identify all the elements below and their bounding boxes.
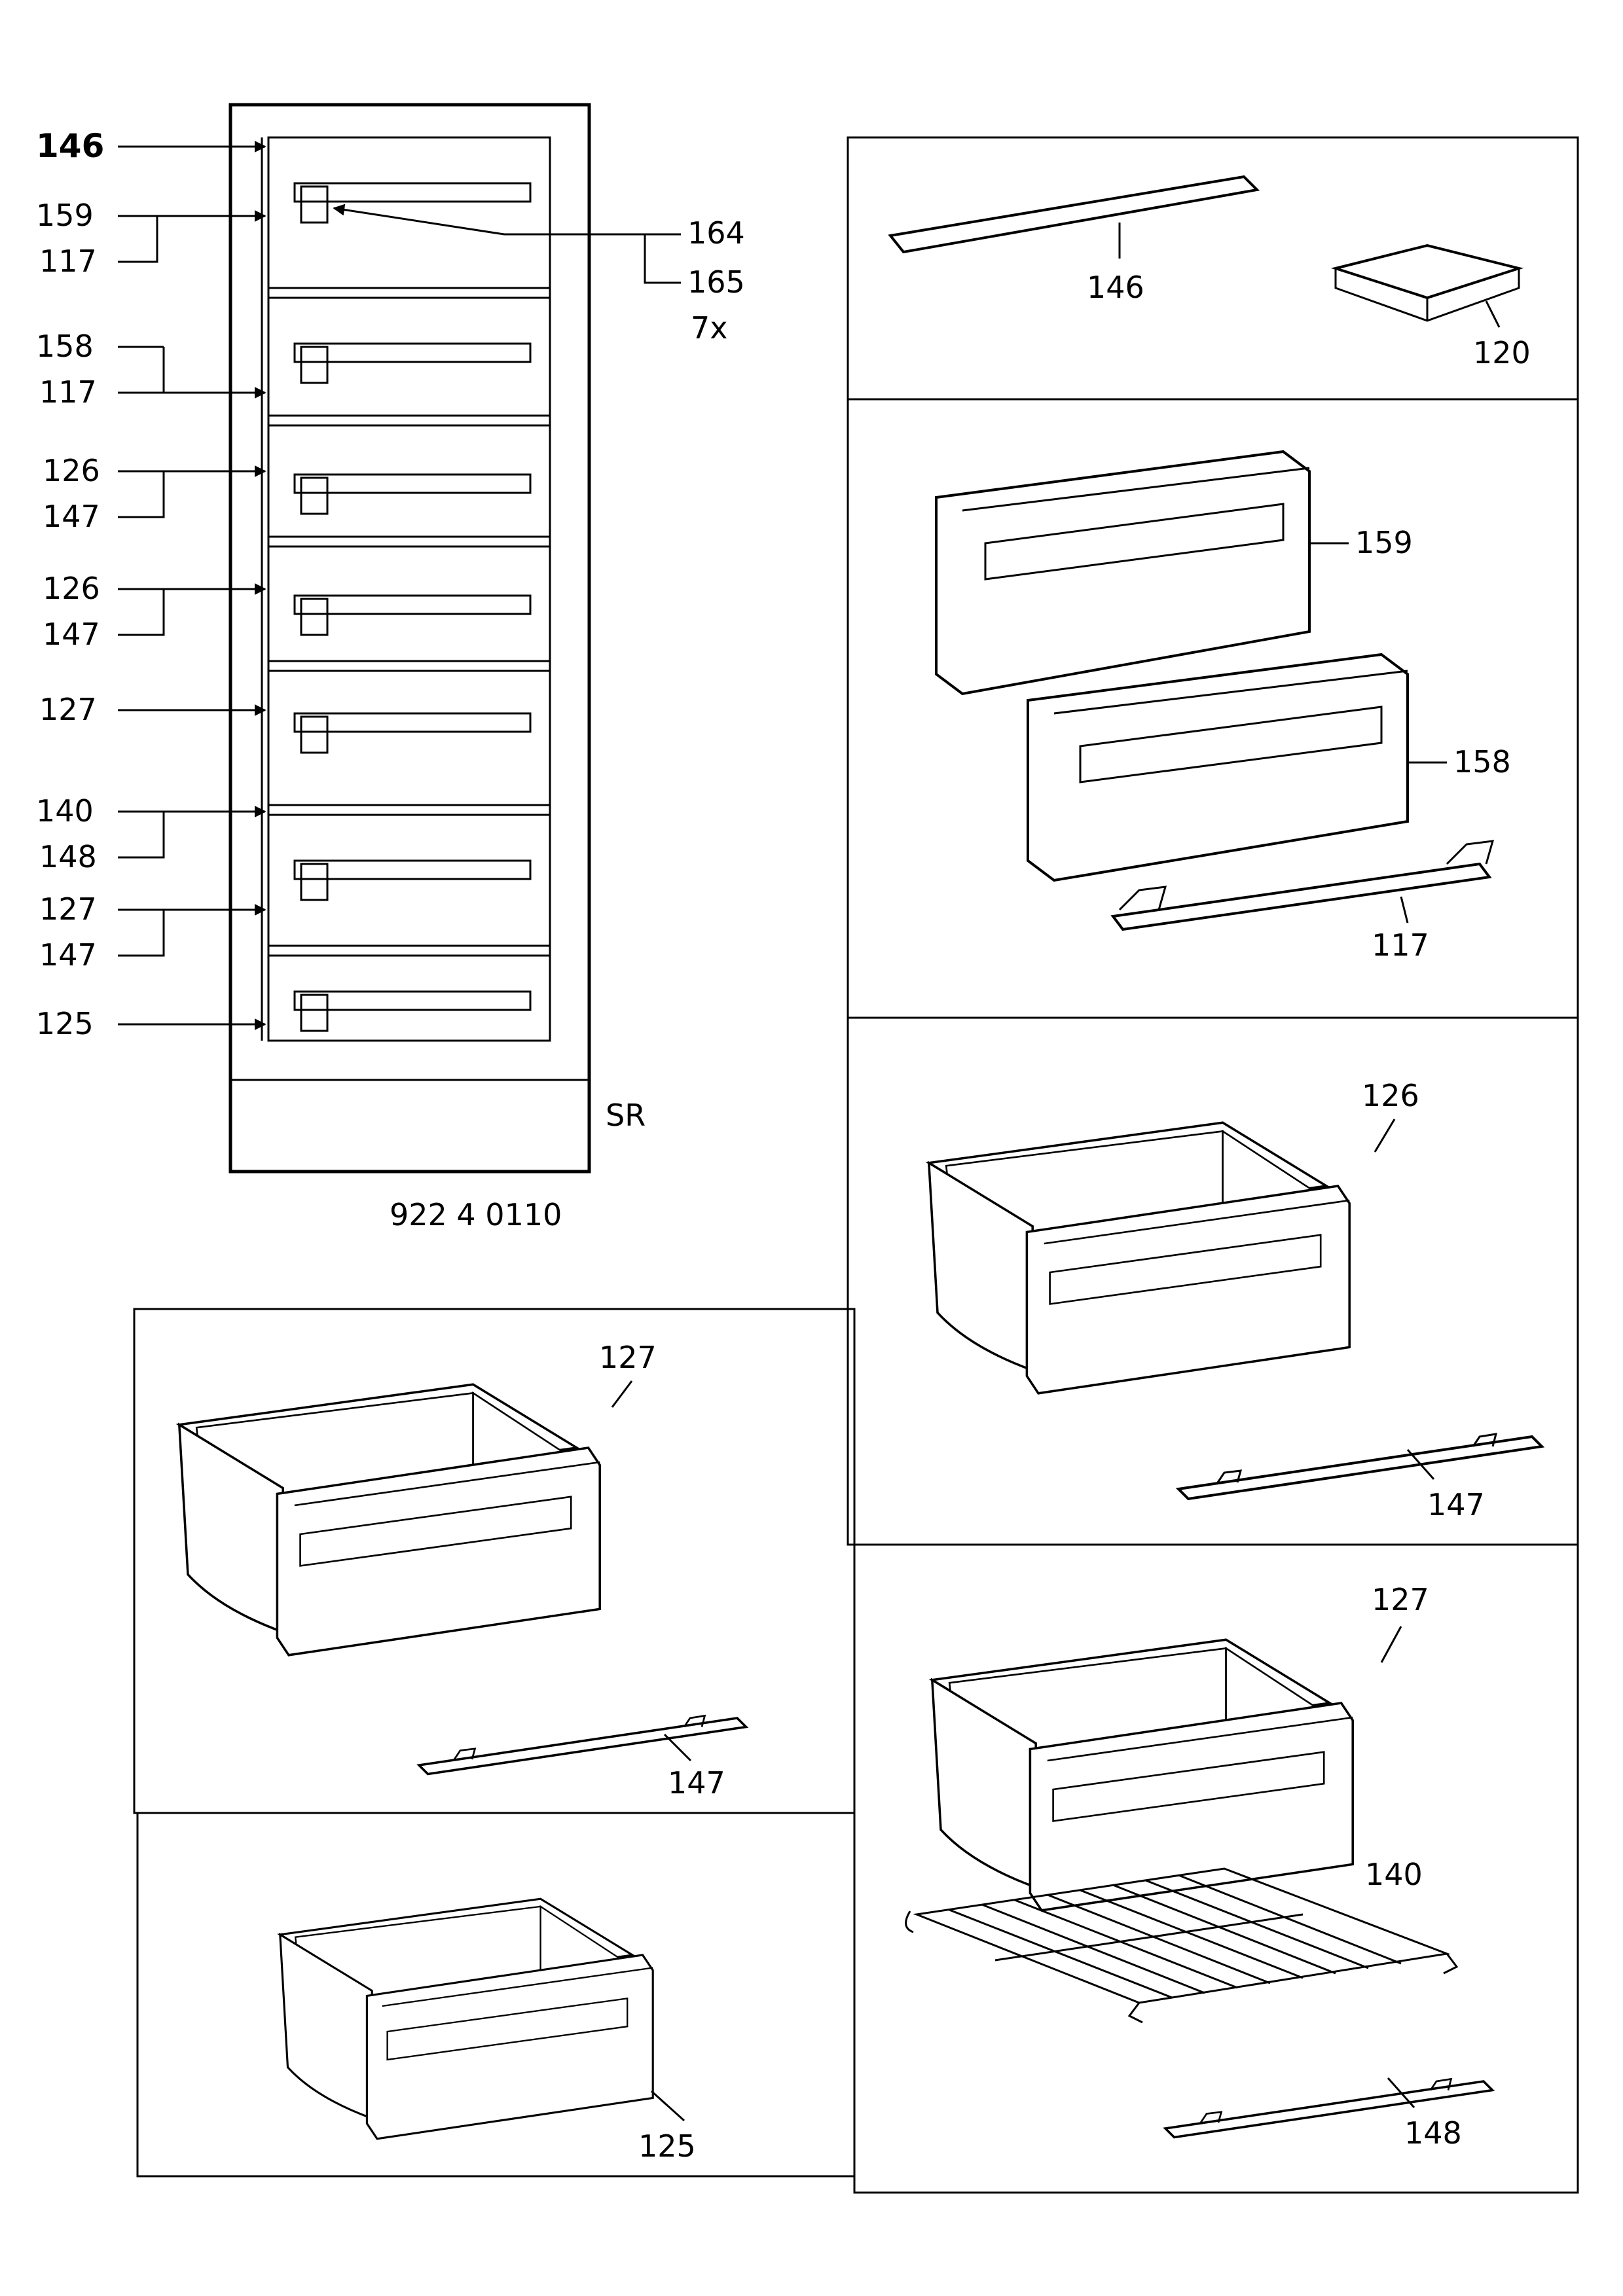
label-158-part: 158 [1453,744,1511,780]
label-125: 125 [36,1006,94,1041]
label-164: 164 [687,215,745,251]
panel-drawer-125: 125 [136,1812,856,2178]
label-sr: SR [606,1098,646,1133]
label-126-a: 126 [43,453,100,488]
panel-drawer-126: 126 147 [847,1016,1579,1546]
label-147-part-b: 147 [668,1765,725,1801]
drawer-127-right [931,1638,1354,1912]
label-147-a: 147 [43,499,100,534]
drawer-126 [928,1121,1351,1395]
drawer-127-left [178,1383,601,1657]
label-146-part: 146 [1087,270,1144,305]
panel-drawer-127-right: 127 140 148 [853,1543,1579,2194]
label-120: 120 [1473,335,1531,370]
label-147-c: 147 [39,937,97,973]
label-140: 140 [36,793,94,829]
label-165: 165 [687,264,745,300]
panel-drawer-127-left: 127 147 [133,1308,856,1814]
label-127-a: 127 [39,692,97,727]
label-148: 148 [39,839,97,874]
cabinet-right-labels: 164 165 7x SR 922 4 0110 [390,215,745,1232]
label-146: 146 [36,127,104,165]
label-127-part-a: 127 [599,1340,657,1375]
panel-top: 146 120 [847,136,1579,401]
rail-117 [1110,840,1495,931]
panel-fronts: 159 158 117 [847,398,1579,1019]
rail-146 [888,175,1260,254]
label-127-b: 127 [39,891,97,927]
label-159-part: 159 [1355,525,1413,560]
rail-147-a [1177,1433,1543,1500]
front-158 [1027,653,1409,882]
label-117-a: 117 [39,243,97,279]
label-126-part: 126 [1362,1078,1419,1113]
label-117-b: 117 [39,374,97,410]
label-125-part: 125 [638,2128,696,2164]
label-158: 158 [36,329,94,364]
label-126-b: 126 [43,571,100,606]
label-7x: 7x [691,310,728,346]
label-127-part-b: 127 [1372,1582,1429,1617]
label-159: 159 [36,198,94,233]
drawer-125 [279,1897,654,2140]
label-147-part-a: 147 [1427,1487,1485,1522]
cabinet-left-labels: 146 159 117 158 117 126 147 126 147 127 … [36,127,104,1041]
front-159 [935,450,1311,696]
model-number: 922 4 0110 [390,1197,562,1232]
label-148-part: 148 [1404,2115,1462,2151]
label-117-part: 117 [1372,927,1429,963]
label-140-part: 140 [1365,1857,1423,1892]
label-147-b: 147 [43,617,100,652]
freezer-cabinet [118,103,681,1174]
wire-grid-140 [905,1867,1459,2024]
ice-tray-120 [1330,243,1524,322]
